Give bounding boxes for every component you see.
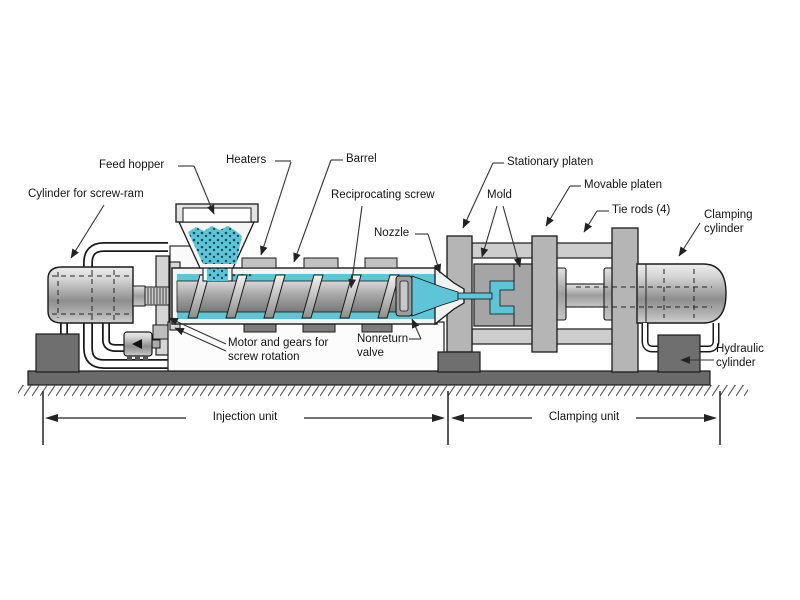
label-reciprocating-screw: Reciprocating screw [331, 189, 435, 201]
label-stationary-platen: Stationary platen [507, 156, 594, 168]
rear-end-plate [611, 227, 639, 373]
leader-lines [70, 159, 714, 364]
label-motor-and-gears: Motor and gears for screw rotation [228, 337, 329, 363]
motor-direction-arrow-icon [132, 339, 142, 349]
ground-hatching [18, 385, 748, 396]
screw-flights [187, 274, 400, 319]
label-mold: Mold [487, 189, 512, 201]
label-clamping-unit: Clamping unit [548, 411, 620, 423]
label-movable-platen: Movable platen [584, 179, 662, 191]
label-tie-rods: Tie rods (4) [612, 204, 671, 216]
label-injection-unit: Injection unit [212, 411, 278, 423]
clamping-ram [555, 267, 615, 321]
screw-rotation-motor [123, 331, 161, 360]
label-barrel: Barrel [346, 153, 377, 165]
reciprocating-screw-core [176, 280, 399, 313]
label-hydraulic-cylinder: Hydraulic cylinder [716, 343, 764, 369]
nozzle-melt-cone [411, 275, 459, 317]
injection-housing [167, 245, 445, 372]
movable-platen-body [531, 235, 558, 353]
machine-base [18, 370, 748, 396]
dimension-lines [42, 391, 721, 445]
hydraulic-cylinder-block [657, 334, 701, 373]
heater-bands-top [241, 257, 398, 269]
hydraulic-pipes-right [641, 323, 720, 353]
sprue-channel [457, 292, 493, 300]
screw-ram-cylinder [47, 266, 134, 324]
label-nonreturn-valve: Nonreturn valve [357, 333, 409, 359]
mold-cavity-melt [489, 280, 515, 315]
label-heaters: Heaters [226, 154, 267, 166]
platen-foot [437, 351, 481, 373]
label-cylinder-screw-ram: Cylinder for screw-ram [28, 188, 144, 200]
oil-tank-block [35, 333, 80, 373]
nonreturn-valve-ring [395, 275, 413, 317]
label-clamping-cylinder: Clamping cylinder [704, 209, 753, 235]
dimension-arrowheads [45, 414, 717, 422]
label-feed-hopper: Feed hopper [99, 159, 165, 171]
feed-hopper-body [175, 203, 259, 282]
label-nozzle: Nozzle [374, 227, 410, 239]
clamping-cylinder-body [576, 263, 727, 324]
